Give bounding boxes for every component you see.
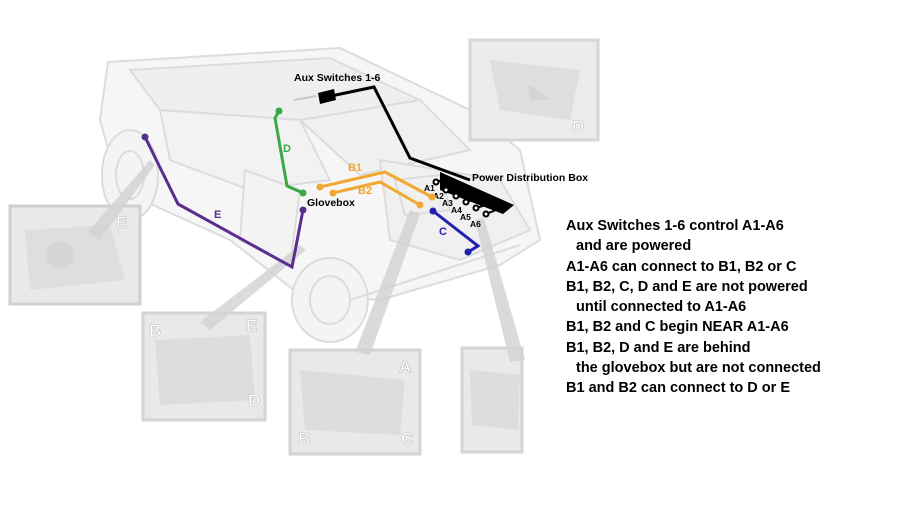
wire-b1-label: B1 [348,162,362,174]
inset-top-right-d [468,38,600,142]
terminal-a2-label: A2 [433,191,444,201]
terminal-a6-label: A6 [470,219,481,229]
wire-b2 [329,180,424,209]
callout-pointers [88,85,550,362]
note-line: until connected to A1-A6 [576,299,747,316]
inset-left-e [8,204,142,306]
note-line: B1 and B2 can connect to D or E [566,380,790,397]
note-line: Aux Switches 1-6 control A1-A6 [566,218,784,234]
note-line: A1-A6 can connect to B1, B2 or C [566,258,797,275]
note-line: and are powered [576,238,692,255]
wire-aux-switches [293,85,471,182]
notes-list: Aux Switches 1-6 control A1-A6 and are p… [566,216,821,399]
inset-center-abc [288,348,422,456]
wire-c [429,207,481,256]
inset-center-a-label: A [399,357,411,376]
inset-top-right-d-label: D [572,117,584,136]
wire-b2-label: B2 [358,185,372,197]
terminal-a4-label: A4 [451,205,462,215]
wire-e-label: E [214,209,221,221]
inset-bottom-right [460,346,524,454]
wire-c-label: C [439,226,447,238]
note-line: B1, B2 and C begin NEAR A1-A6 [566,319,789,336]
inset-bottom-bde [141,311,267,422]
terminal-a3-label: A3 [442,198,453,208]
note-line: B1, B2, C, D and E are not powered [566,278,808,295]
inset-bottom-e-label: E [246,316,257,335]
aux-switch-box [318,89,336,104]
note-line: B1, B2, D and E are behind [566,339,751,356]
pdb-label: Power Distribution Box [472,172,588,184]
wire-e [141,133,307,270]
terminal-a5-label: A5 [460,212,471,222]
note-line: the glovebox but are not connected [576,360,821,377]
inset-center-b-label: B [298,429,310,448]
wire-d-label: D [283,143,291,155]
aux-switches-label: Aux Switches 1-6 [294,72,381,84]
power-distribution-box [432,172,514,218]
wire-b1 [316,170,436,201]
inset-panels [8,38,600,456]
inset-bottom-b-label: B [149,321,161,340]
wire-d [273,107,307,197]
glovebox-label: Glovebox [307,197,355,209]
terminal-a1-label: A1 [424,183,435,193]
inset-left-e-label: E [116,213,127,232]
inset-center-c-label: C [401,429,413,448]
inset-bottom-d-label: D [248,391,260,410]
